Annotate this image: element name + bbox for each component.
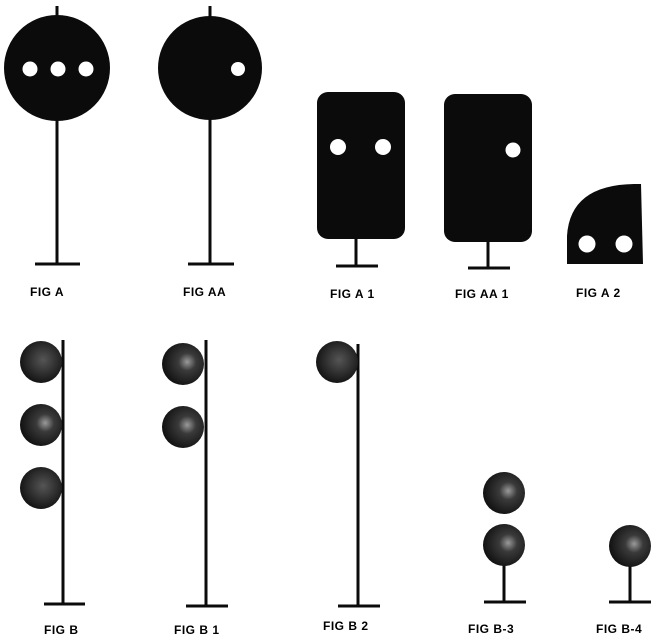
fig-b2-signal xyxy=(316,341,380,608)
fig-aa-caption: FIG AA xyxy=(183,285,226,299)
fig-b-ball-3 xyxy=(20,467,62,509)
fig-aa-disc xyxy=(158,16,262,120)
fig-a2-lamp-1 xyxy=(578,235,596,253)
fig-a1-caption: FIG A 1 xyxy=(330,287,375,301)
fig-a2-lamp-2 xyxy=(615,235,633,253)
fig-aa1-panel xyxy=(444,94,532,242)
fig-b-signal xyxy=(20,340,85,606)
fig-a-caption: FIG A xyxy=(30,285,64,299)
fig-a1-lamp-1 xyxy=(330,139,346,155)
fig-b1-ball-2 xyxy=(162,406,204,448)
fig-b4-caption: FIG B-4 xyxy=(596,622,642,636)
fig-a1-signal xyxy=(317,92,405,268)
fig-aa1-lamp xyxy=(505,142,521,158)
fig-a-signal xyxy=(4,6,110,266)
fig-a-lamp-2 xyxy=(50,61,66,77)
fig-a1-panel xyxy=(317,92,405,239)
fig-b-ball-1 xyxy=(20,341,62,383)
fig-a1-lamp-2 xyxy=(375,139,391,155)
fig-b3-ball-1 xyxy=(483,472,525,514)
fig-aa1-signal xyxy=(444,94,532,270)
fig-aa-lamp xyxy=(231,62,245,76)
fig-b3-signal xyxy=(483,472,526,604)
fig-b2-ball xyxy=(316,341,358,383)
fig-b3-caption: FIG B-3 xyxy=(468,622,514,636)
fig-b4-ball xyxy=(609,525,651,567)
fig-a-lamp-3 xyxy=(78,61,94,77)
fig-a2-signal xyxy=(567,184,643,264)
fig-b-ball-2 xyxy=(20,404,62,446)
fig-b3-ball-2 xyxy=(483,524,525,566)
fig-a-lamp-1 xyxy=(22,61,38,77)
fig-aa-signal xyxy=(158,6,262,266)
fig-b1-caption: FIG B 1 xyxy=(174,623,220,637)
fig-aa1-caption: FIG AA 1 xyxy=(455,287,509,301)
fig-b4-signal xyxy=(609,525,651,604)
fig-b1-ball-1 xyxy=(162,343,204,385)
fig-a2-caption: FIG A 2 xyxy=(576,286,621,300)
fig-a2-panel xyxy=(567,184,643,264)
fig-b1-signal xyxy=(162,340,228,608)
fig-b2-caption: FIG B 2 xyxy=(323,619,369,633)
fig-b-caption: FIG B xyxy=(44,623,79,637)
